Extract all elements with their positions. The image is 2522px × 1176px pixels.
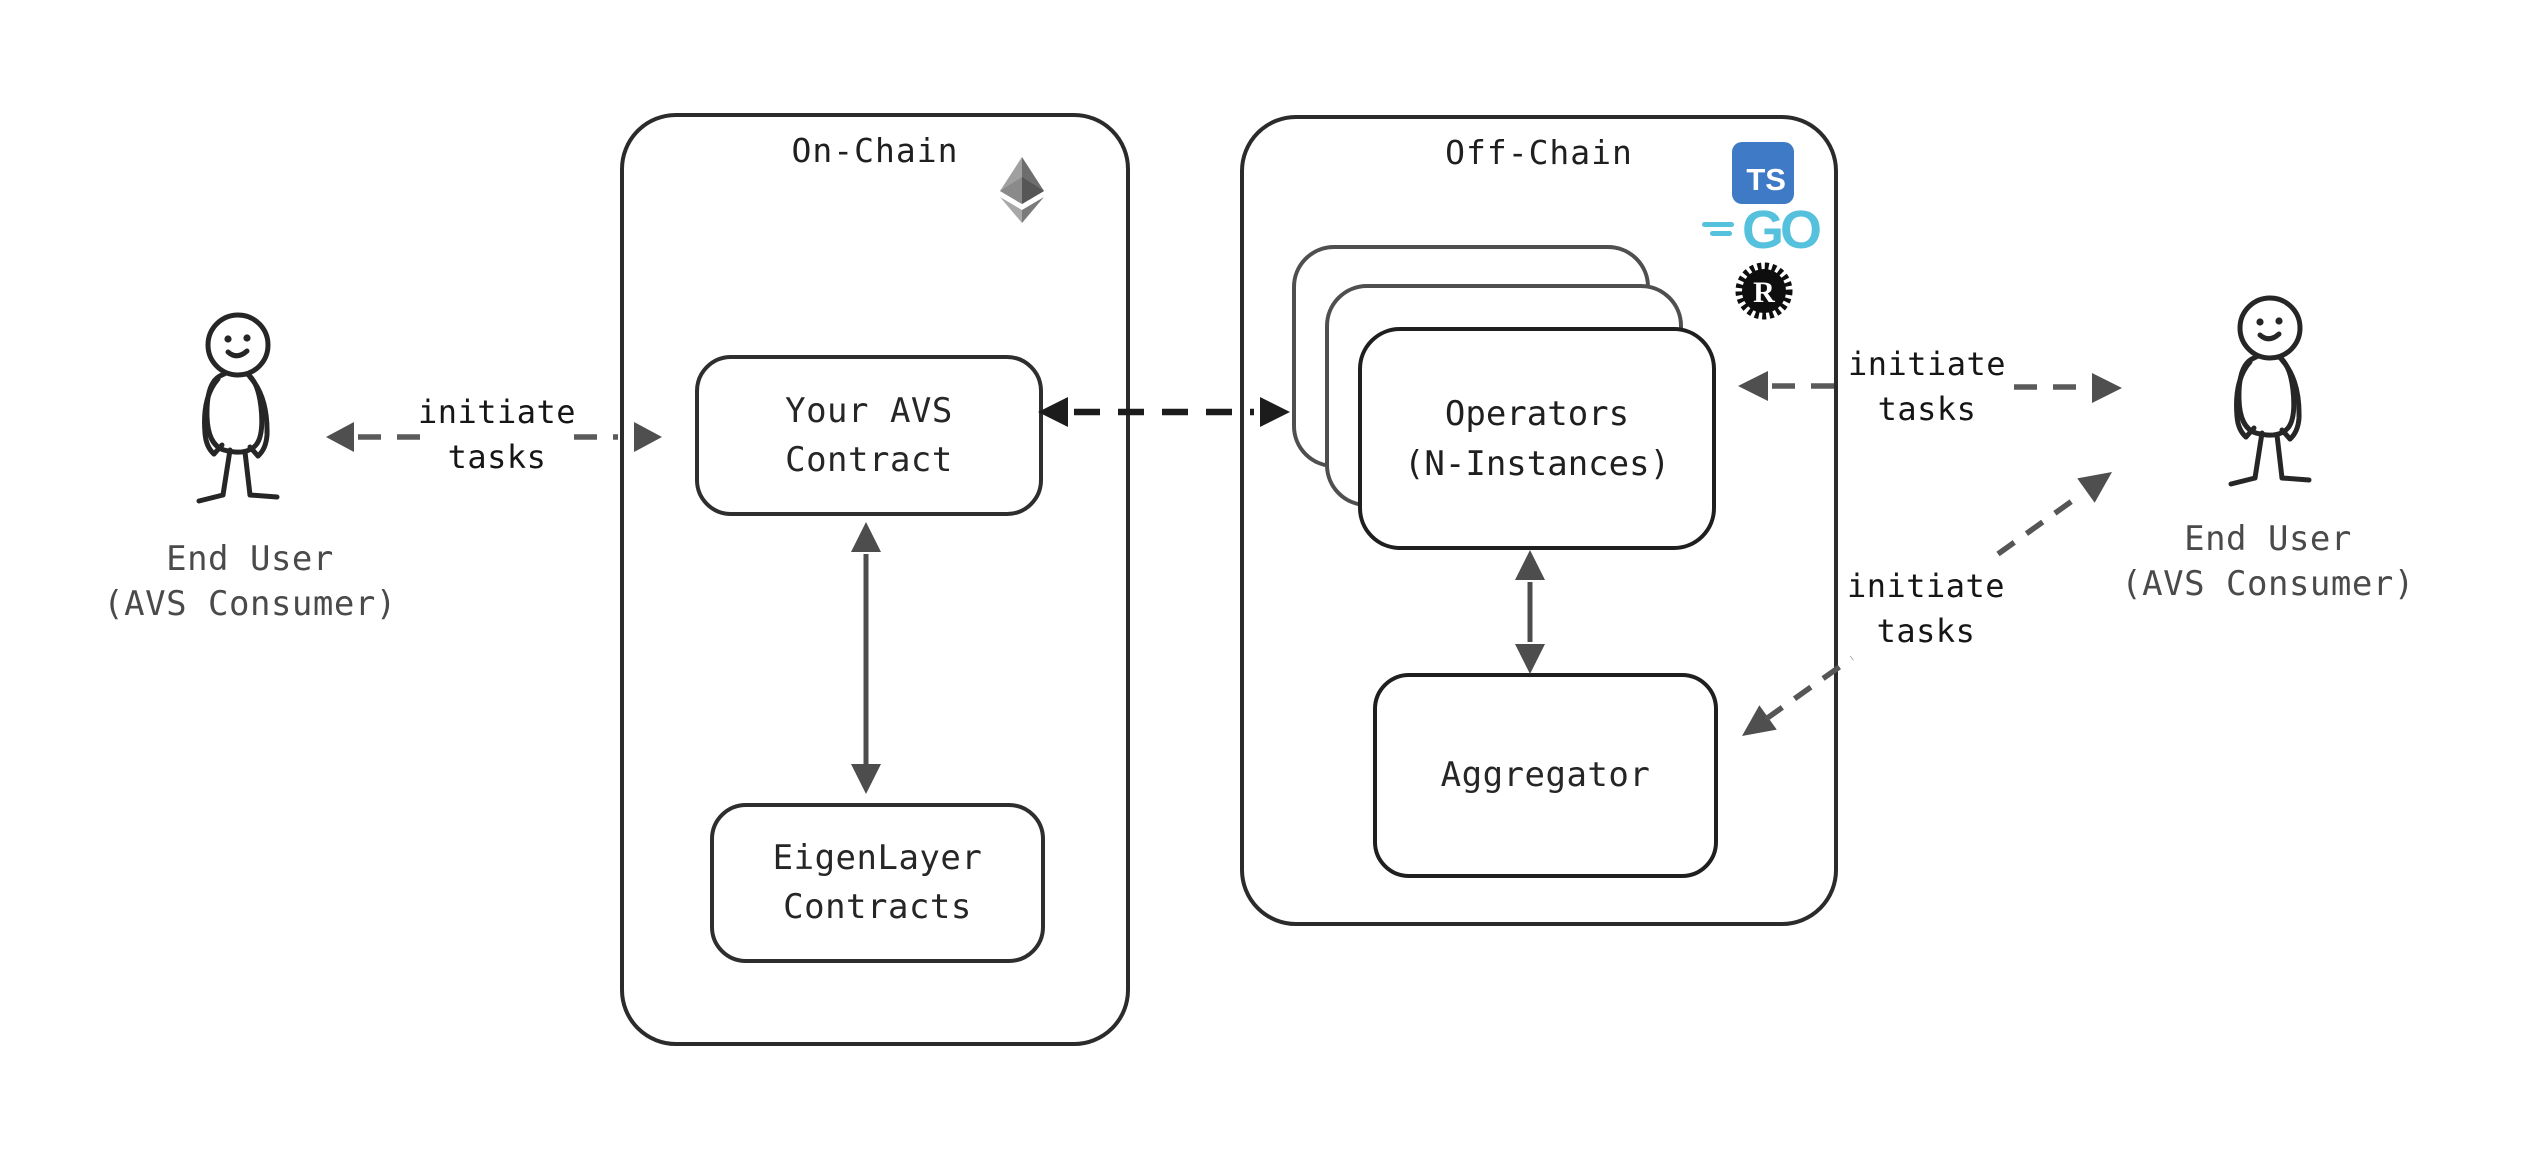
eigenlayer-contracts-node: EigenLayer Contracts	[710, 803, 1045, 963]
initiate-tasks-left-line1: initiate	[417, 393, 577, 431]
initiate-tasks-right-top-line1: initiate	[1847, 345, 2007, 383]
initiate-tasks-label-left: initiate tasks	[377, 390, 617, 480]
onchain-title: On-Chain	[791, 131, 959, 170]
initiate-tasks-right-top-line2: tasks	[1877, 390, 1977, 428]
initiate-tasks-label-right-diagonal: initiate tasks	[1806, 564, 2046, 654]
end-user-left-label-line1: End User	[166, 539, 334, 579]
your-avs-contract-label-line2: Contract	[785, 439, 953, 480]
end-user-right-figure	[2228, 295, 2312, 487]
initiate-tasks-left-line2: tasks	[447, 438, 547, 476]
end-user-left-label: End User (AVS Consumer)	[90, 537, 410, 627]
go-icon: GO	[1702, 200, 1822, 260]
end-user-left-label-line2: (AVS Consumer)	[103, 584, 397, 624]
go-speed-line	[1702, 222, 1734, 227]
end-user-right-label-line1: End User	[2184, 519, 2352, 559]
eigenlayer-label-line2: Contracts	[783, 887, 972, 927]
eigenlayer-label-line1: EigenLayer	[772, 838, 983, 878]
aggregator-label: Aggregator	[1440, 755, 1651, 795]
operators-label-line2: (N-Instances)	[1403, 443, 1671, 484]
operators-label-line1: Operators	[1444, 393, 1630, 434]
initiate-tasks-right-diag-line1: initiate	[1846, 567, 2006, 605]
your-avs-contract-node: Your AVS Contract	[695, 355, 1043, 516]
initiate-tasks-right-diag-line2: tasks	[1876, 612, 1976, 650]
end-user-right-label-line2: (AVS Consumer)	[2121, 564, 2415, 604]
end-user-left-figure	[196, 312, 280, 504]
typescript-icon-text: TS	[1746, 162, 1786, 197]
end-user-right-label: End User (AVS Consumer)	[2108, 517, 2428, 607]
go-icon-text: GO	[1741, 200, 1822, 260]
aggregator-node: Aggregator	[1373, 673, 1718, 878]
rust-icon-letter: R	[1753, 276, 1775, 309]
operators-node: Operators (N-Instances)	[1358, 327, 1716, 550]
ethereum-icon	[1000, 157, 1044, 223]
your-avs-contract-label-line1: Your AVS	[785, 390, 953, 431]
offchain-title: Off-Chain	[1445, 133, 1633, 172]
initiate-tasks-label-right-top: initiate tasks	[1807, 342, 2047, 432]
go-speed-line	[1710, 231, 1732, 236]
typescript-icon: TS	[1732, 142, 1794, 204]
rust-icon: R	[1735, 262, 1793, 320]
